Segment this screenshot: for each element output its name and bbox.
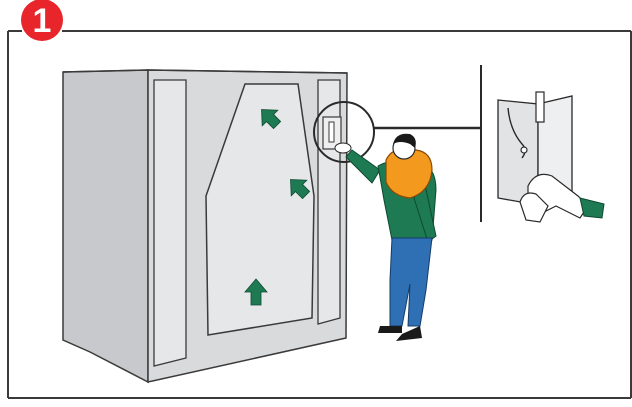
liferaft-container — [63, 70, 347, 382]
detail-pin — [521, 147, 527, 153]
handle-detail-view — [481, 65, 604, 222]
container-side-face — [63, 70, 148, 382]
crew-shoe-left — [378, 326, 402, 333]
step-number: 1 — [33, 2, 52, 40]
crew-trousers — [390, 238, 432, 326]
crew-member — [335, 134, 436, 341]
release-handle — [329, 122, 334, 142]
crew-hand — [335, 143, 351, 153]
step-number-badge: 1 — [21, 0, 63, 41]
detail-handle — [536, 92, 544, 122]
container-left-strip — [154, 80, 186, 366]
